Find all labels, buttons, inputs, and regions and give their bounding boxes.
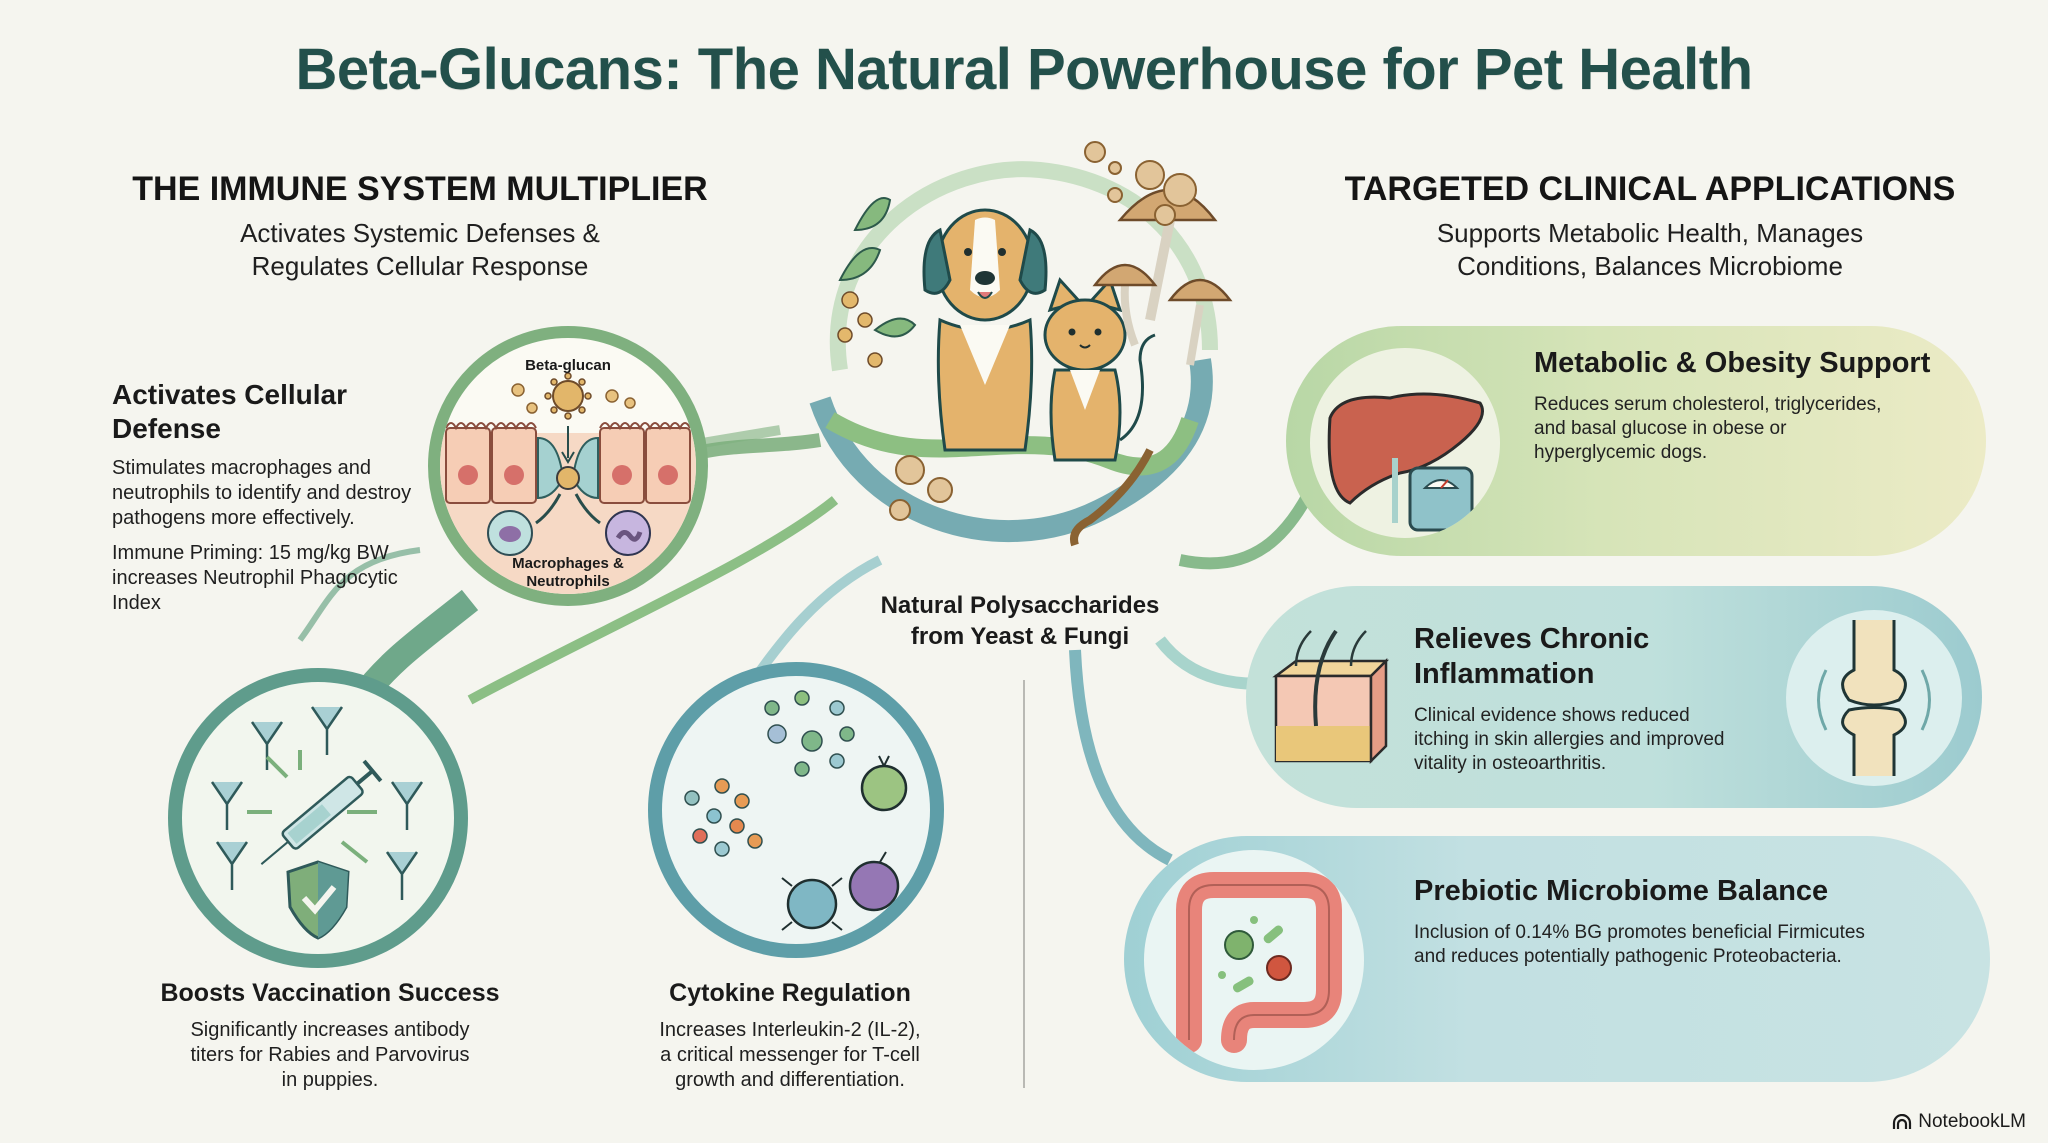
metabolic-title: Metabolic & Obesity Support	[1534, 347, 1931, 379]
metabolic-card: Metabolic & Obesity Support Reduces seru…	[1286, 326, 1986, 556]
cellular-defense-illustration: Beta-glucan Macrophages & Neutrophils	[428, 326, 708, 606]
svg-text:Neutrophils: Neutrophils	[526, 573, 609, 590]
clinical-section-subheading: Supports Metabolic Health, Manages Condi…	[1436, 218, 1864, 281]
svg-text:Beta-glucan: Beta-glucan	[525, 357, 611, 374]
skin-icon	[1266, 626, 1396, 776]
leaf-icon	[838, 197, 917, 338]
vaccination-illustration	[168, 668, 468, 968]
microbiome-title: Prebiotic Microbiome Balance	[1414, 875, 1829, 907]
immune-section-heading: THE IMMUNE SYSTEM MULTIPLIER	[132, 170, 708, 208]
dog-icon	[922, 208, 1048, 452]
immune-section-subheading: Activates Systemic Defenses & Regulates …	[240, 218, 600, 281]
cytokine-body: Increases Interleukin-2 (IL-2), a critic…	[659, 1019, 921, 1091]
cellular-defense-body: Stimulates macrophages and neutrophils t…	[112, 457, 412, 529]
cytokine-cells-icon	[684, 690, 908, 931]
vaccination-body: Significantly increases antibody titers …	[190, 1019, 470, 1091]
notebooklm-logo-icon	[1893, 1114, 1912, 1129]
clinical-section-header: TARGETED CLINICAL APPLICATIONS Supports …	[1300, 170, 2000, 283]
intestine-icon	[1144, 850, 1364, 1070]
liver-scale-icon	[1310, 348, 1500, 538]
cytokine-illustration	[648, 662, 944, 958]
immune-section-header: THE IMMUNE SYSTEM MULTIPLIER Activates S…	[90, 170, 750, 283]
center-illustration	[780, 120, 1260, 570]
notebooklm-brand: NotebookLM	[1892, 1111, 2026, 1133]
mushroom-icon	[1092, 188, 1233, 366]
vaccination-text: Boosts Vaccination Success Significantly…	[130, 976, 530, 1093]
cytokine-text: Cytokine Regulation Increases Interleuki…	[620, 976, 960, 1093]
immune-priming-note: Immune Priming: 15 mg/kg BW increases Ne…	[112, 542, 398, 614]
joint-icon	[1786, 610, 1962, 786]
yeast-icon	[889, 141, 1197, 547]
inflammation-card: Relieves Chronic Inflammation Clinical e…	[1246, 586, 1982, 808]
vaccination-title: Boosts Vaccination Success	[160, 979, 500, 1007]
cellular-defense-title: Activates Cellular Defense	[112, 379, 347, 444]
inflammation-body: Clinical evidence shows reduced itching …	[1414, 705, 1725, 774]
center-caption: Natural Polysaccharides from Yeast & Fun…	[880, 592, 1160, 650]
syringe-antibody-icon	[210, 706, 424, 940]
microbiome-body: Inclusion of 0.14% BG promotes beneficia…	[1414, 922, 1865, 967]
clinical-section-heading: TARGETED CLINICAL APPLICATIONS	[1344, 170, 1956, 208]
cytokine-title: Cytokine Regulation	[669, 979, 911, 1007]
page-title: Beta-Glucans: The Natural Powerhouse for…	[295, 37, 1753, 102]
svg-text:Macrophages &: Macrophages &	[512, 555, 624, 572]
inflammation-title: Relieves Chronic Inflammation	[1414, 623, 1650, 690]
cat-icon	[1043, 277, 1156, 462]
microbiome-card: Prebiotic Microbiome Balance Inclusion o…	[1124, 836, 1990, 1082]
metabolic-body: Reduces serum cholesterol, triglycerides…	[1534, 394, 1882, 463]
cellular-defense-text: Activates Cellular Defense Stimulates ma…	[112, 378, 432, 616]
epithelium-icon: Beta-glucan Macrophages & Neutrophils	[440, 357, 696, 594]
